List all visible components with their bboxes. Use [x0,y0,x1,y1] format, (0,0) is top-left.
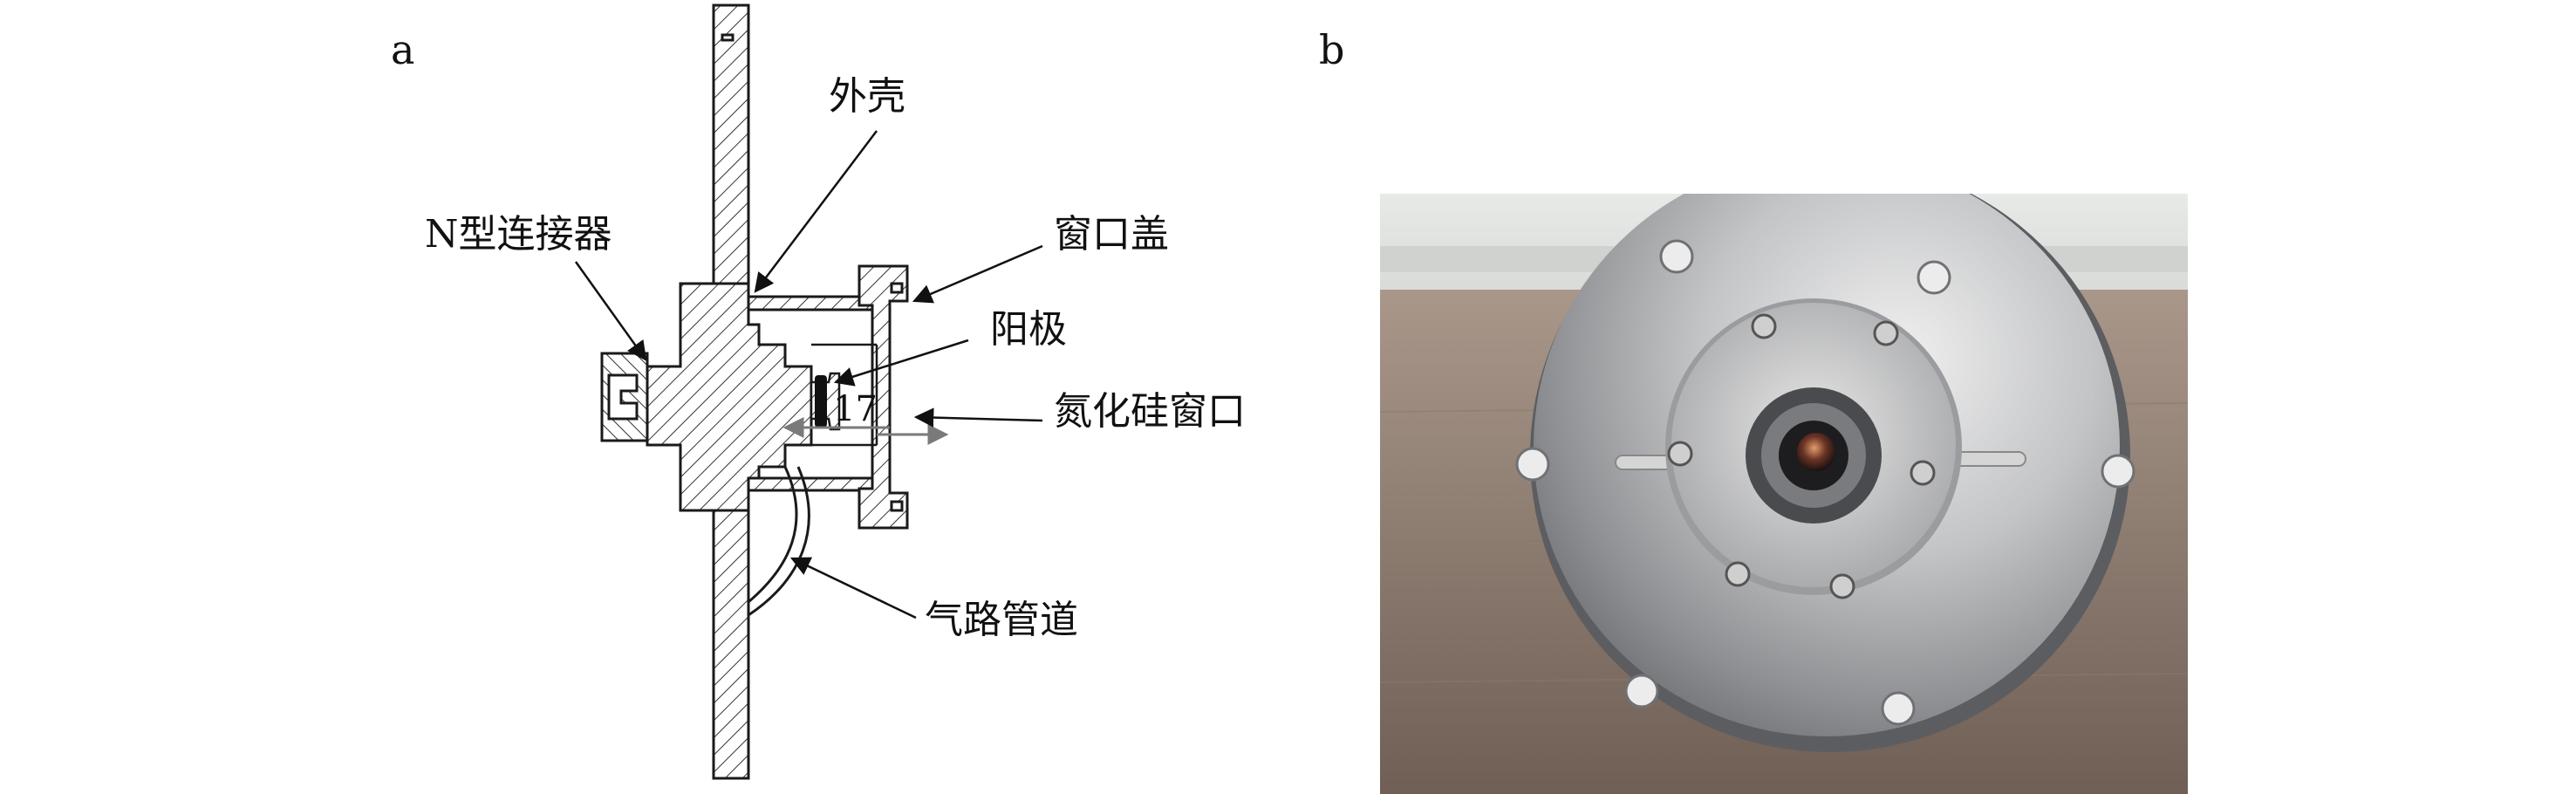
window-cover [858,264,909,530]
label-anode: 阳极 [990,307,1067,352]
label-n-connector: N型连接器 [425,212,612,257]
device-photo [1380,194,2188,794]
label-gas-pipe: 气路管道 [925,598,1078,642]
flange-holes [1515,239,2135,726]
panel-b-label: b [1319,26,1345,73]
connector-body [600,282,813,512]
dimension-value: 17 [833,389,878,429]
gas-pipe [748,466,810,617]
anode [810,372,841,431]
label-sin-window: 氮化硅窗口 [1054,389,1246,434]
cross-section-diagram: 17 外壳 N型连接器 窗口盖 阳极 氮化硅窗口 气路管道 [425,3,1246,780]
leader-lines [574,130,1043,619]
cover-screws [1667,313,1936,599]
dimension-lines [782,417,949,445]
label-window-cover: 窗口盖 [1054,212,1169,257]
sin-window-photo [1797,433,1835,471]
inner-chamber [811,310,878,478]
panel-a-label: a [391,26,415,73]
label-shell: 外壳 [829,74,905,119]
